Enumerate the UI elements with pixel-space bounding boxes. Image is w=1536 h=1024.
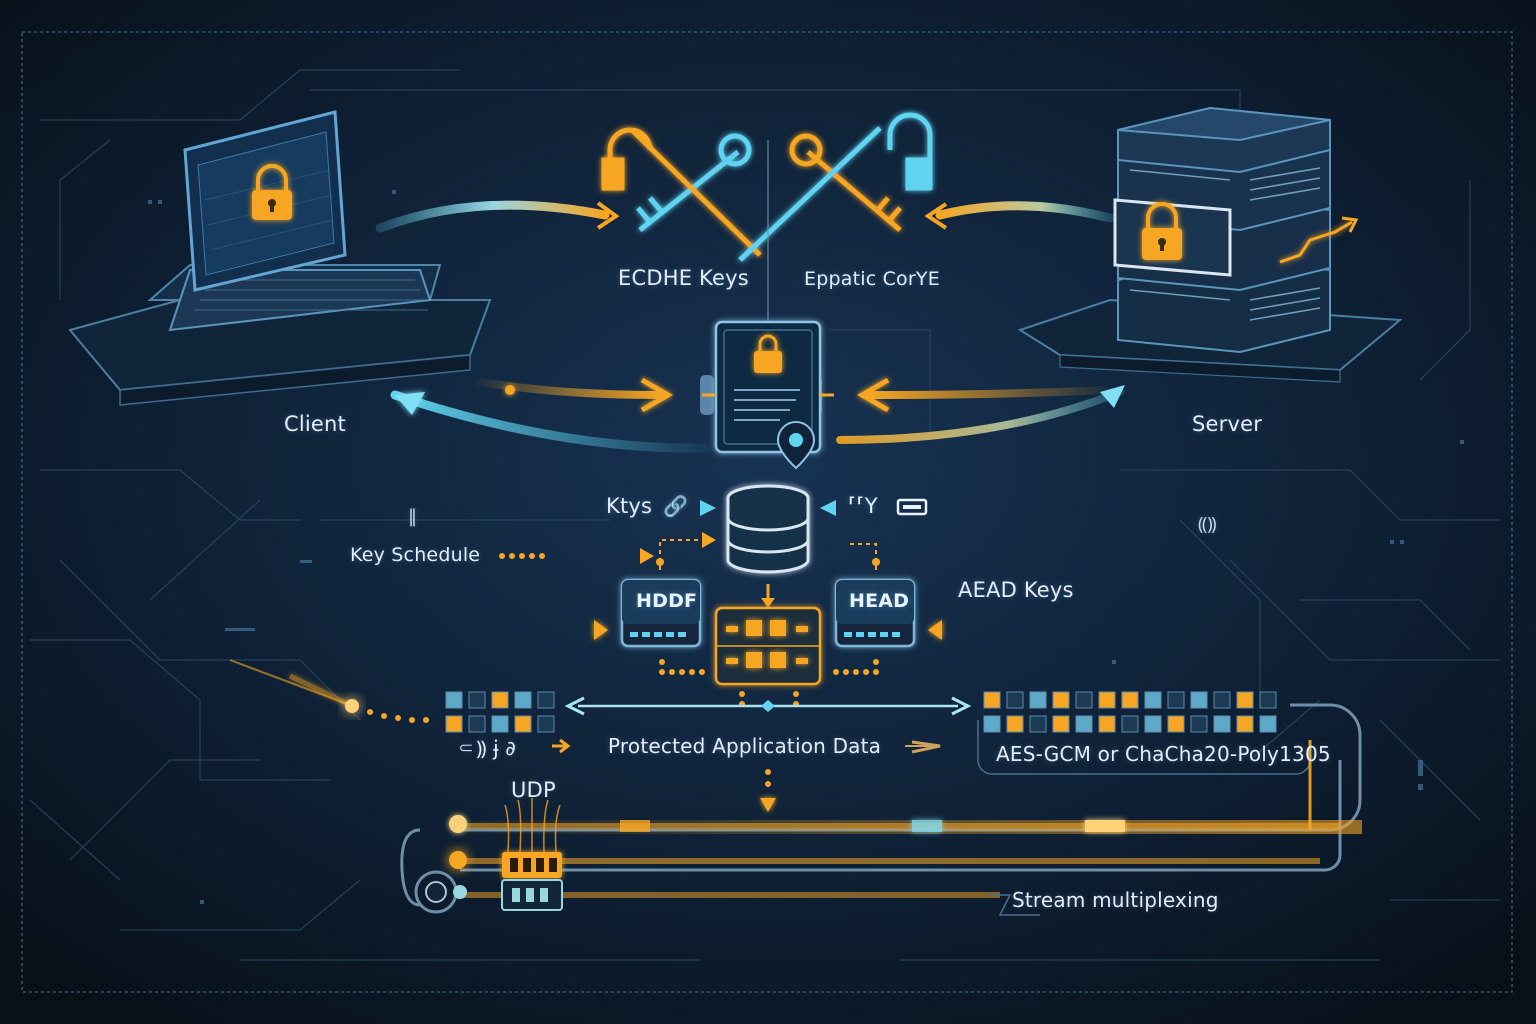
hkdf-box [620, 578, 702, 648]
packet-block [1029, 691, 1047, 709]
hkdf-label: HDDF [636, 590, 698, 612]
client-lock-icon [252, 164, 292, 220]
packet-block [445, 715, 463, 733]
packet-block [1144, 715, 1162, 733]
packet-block [1236, 715, 1254, 733]
client-laptop-icon [68, 110, 492, 406]
client-to-keys-arrow [375, 200, 610, 233]
udp-chip-icon [501, 798, 563, 911]
packet-block [1121, 715, 1139, 733]
packet-block [983, 691, 1001, 709]
packet-block [468, 691, 486, 709]
server-to-cert-arrow [866, 386, 1109, 399]
packet-block [1236, 691, 1254, 709]
ecdhe-keys-label: ECDHE Keys [618, 266, 749, 290]
packet-block [1259, 715, 1277, 733]
left-tick-glyph: ‖ [408, 506, 418, 527]
packet-block [1190, 715, 1208, 733]
udp-label: UDP [511, 778, 556, 802]
packet-block [1213, 691, 1231, 709]
ephemeral-curve-label: Eppatic CorYE [804, 268, 940, 290]
packet-block [537, 715, 555, 733]
udp-stream-lanes [400, 703, 1362, 916]
packet-block [1121, 691, 1139, 709]
packet-block [1075, 715, 1093, 733]
packet-block [1052, 715, 1070, 733]
server-label: Server [1192, 412, 1263, 436]
outer-frame [21, 31, 1513, 993]
plaintext-blocks [445, 691, 555, 733]
packet-block [1190, 691, 1208, 709]
packet-block [1213, 715, 1231, 733]
packet-block [445, 691, 463, 709]
packet-block [983, 715, 1001, 733]
client-label: Client [284, 412, 346, 436]
packet-block [1052, 691, 1070, 709]
keys-in-arrow [700, 500, 716, 516]
keys-link-label: Ktys [606, 494, 653, 518]
packet-block [1259, 691, 1277, 709]
packet-block [1029, 715, 1047, 733]
head-label: HEAD [849, 590, 910, 612]
packet-block [1006, 715, 1024, 733]
head-box [834, 578, 916, 648]
cert-to-server-arrow [836, 388, 1124, 444]
crossed-keys-icon [601, 112, 933, 262]
packet-block [514, 691, 532, 709]
key-schedule-label: Key Schedule [350, 544, 481, 566]
packet-block [1006, 691, 1024, 709]
packet-block [1075, 691, 1093, 709]
packet-block [1167, 691, 1185, 709]
left-glyph-label: ⸦⸩ ɉ ∂ [456, 736, 516, 760]
packet-block [491, 691, 509, 709]
packet-block [1098, 691, 1116, 709]
client-to-cert-arrow [476, 378, 664, 399]
cipher-suites-label: AES-GCM or ChaCha20-Poly1305 [996, 742, 1331, 766]
aead-chip-icon [714, 606, 822, 686]
cert-to-client-arrow [390, 390, 710, 453]
certificate-icon [700, 320, 822, 470]
right-tick-glyph: ⸨⸩ [1198, 514, 1217, 535]
circuit-dots [148, 190, 1464, 904]
right-glyph-label: ⸢⸢Y [848, 494, 878, 518]
ciphertext-blocks [983, 691, 1277, 733]
packet-block [514, 715, 532, 733]
protected-data-label: Protected Application Data [608, 734, 882, 758]
server-to-keys-arrow [935, 201, 1115, 223]
key-database-icon [726, 484, 810, 574]
packet-block [1167, 715, 1185, 733]
key-schedule-dots [499, 553, 545, 559]
packet-block [491, 715, 509, 733]
packet-block [1144, 691, 1162, 709]
certificate-lock-icon [754, 334, 782, 373]
link-icon: 🔗 [663, 494, 689, 518]
packet-block [468, 715, 486, 733]
server-lock-icon [1142, 202, 1182, 260]
packet-block [1098, 715, 1116, 733]
aead-keys-label: AEAD Keys [958, 578, 1074, 602]
packet-block [537, 691, 555, 709]
stream-multiplexing-label: Stream multiplexing [1012, 888, 1219, 912]
server-rack-icon [1017, 106, 1403, 383]
